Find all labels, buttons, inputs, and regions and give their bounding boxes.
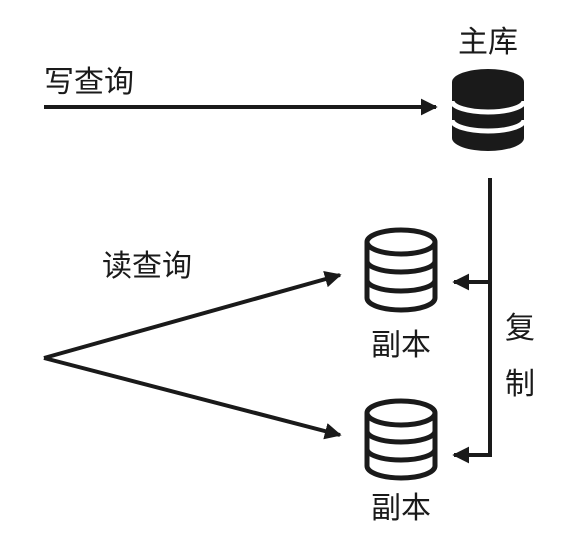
primary-db-label: 主库 (458, 25, 518, 60)
write-query-label: 写查询 (44, 65, 134, 100)
read-query-arrow-bottom (43, 356, 342, 440)
primary-database-icon (449, 69, 527, 151)
replica-bottom-label: 副本 (371, 491, 431, 526)
replication-connector (452, 178, 492, 464)
read-query-label: 读查询 (102, 249, 192, 284)
replica-database-top-icon (364, 227, 438, 313)
replicate-label-char-2: 制 (505, 367, 535, 402)
replicate-label-char-1: 复 (505, 311, 535, 346)
replica-database-bottom-icon (364, 398, 438, 481)
replica-top-label: 副本 (371, 328, 431, 363)
read-query-arrow-top (43, 270, 342, 360)
